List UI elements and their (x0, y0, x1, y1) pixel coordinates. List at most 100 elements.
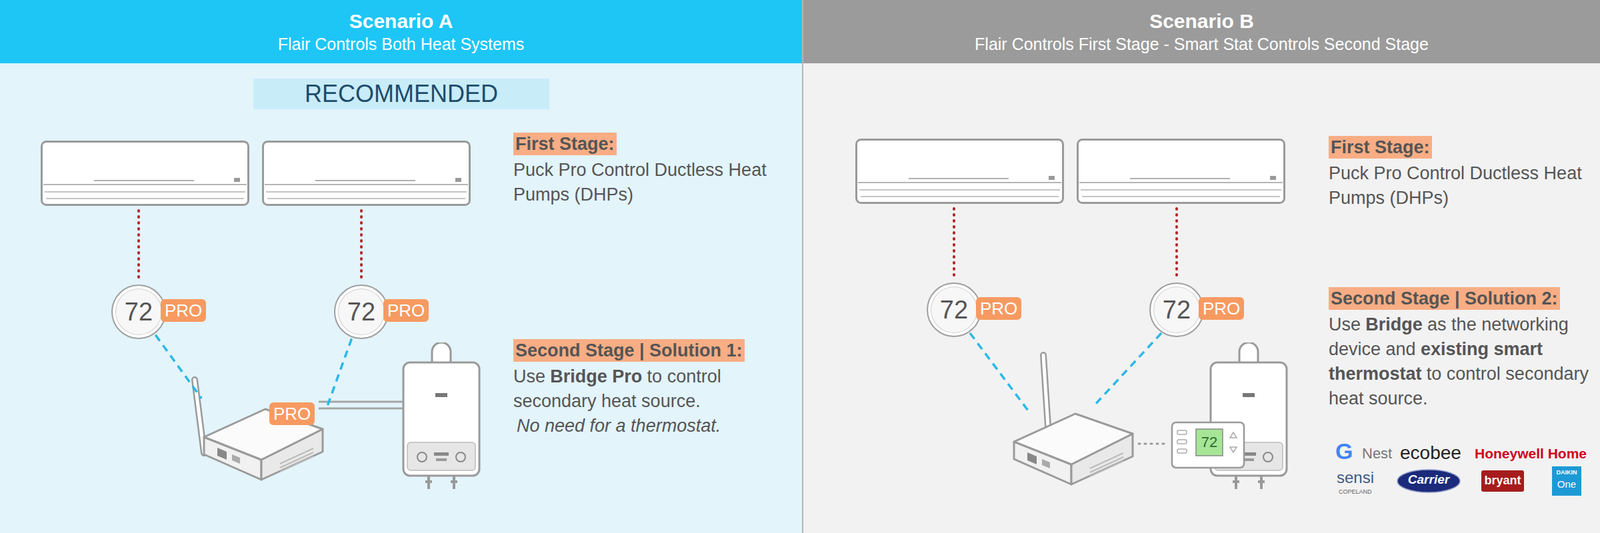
body-text: Puck Pro Control Ductless Heat Pumps (DH… (1328, 163, 1582, 208)
logo-google: G (1335, 438, 1353, 464)
arrow-button (1230, 432, 1237, 438)
bridge-pro: PRO (200, 398, 327, 490)
text-line: Puck Pro Control Ductless Heat Pumps (DH… (513, 158, 787, 208)
text-line: UseBridge Proto control secondary heat s… (513, 364, 787, 414)
setpoint: 72 (124, 298, 153, 327)
logo-badge (1481, 470, 1524, 492)
text-line: UseBridgeas the networking device andexi… (1328, 312, 1592, 412)
thermostat-body (1172, 422, 1244, 468)
logo-nest: Nest (1362, 445, 1392, 462)
pro-text: PRO (164, 300, 202, 321)
setpoint: 72 (1162, 296, 1191, 325)
text-line: First Stage: (1328, 135, 1592, 162)
text-line: First Stage: (513, 132, 787, 158)
logo-holder: DAIKIN (1552, 469, 1582, 476)
thermostat-display (1196, 429, 1223, 456)
header-band: Scenario AFlair Controls Both Heat Syste… (0, 0, 802, 64)
logo-daikin: DAIKIN (1556, 469, 1578, 476)
logo-holder: One (1552, 478, 1582, 490)
thermostat-button (1177, 449, 1187, 454)
text-line: Second Stage | Solution 1: (513, 338, 787, 365)
ductless-heat-pump (1078, 140, 1285, 204)
scenario-subtitle: Flair Controls Both Heat Systems (278, 33, 525, 55)
logo-holder: G (1335, 438, 1353, 465)
logo-badge (1552, 466, 1582, 496)
logo-carrier: Carrier (1408, 472, 1450, 487)
logo-daikin-one: One (1557, 478, 1576, 490)
drawing-part (1093, 333, 1162, 407)
logo-copeland: COPELAND (1338, 488, 1372, 496)
panel-ground (803, 0, 1600, 533)
logo-ecobee: ecobee (1400, 442, 1462, 464)
section-heading: Second Stage | Solution 1: (513, 339, 745, 362)
logo-holder: Honeywell Home (1474, 446, 1587, 462)
logo-sensi: sensi (1336, 468, 1374, 487)
body-text: Bridge Pro (550, 366, 642, 387)
puck-pro: 72PRO (1149, 282, 1204, 338)
pro-badge: PRO (160, 299, 206, 322)
body-text: Puck Pro Control Ductless Heat Pumps (DH… (513, 160, 767, 205)
drawing-part (1043, 355, 1048, 427)
bridge-hub (1014, 414, 1133, 485)
arrow-button (1230, 447, 1237, 453)
display-reading: 72 (1201, 434, 1218, 452)
divider (802, 0, 804, 533)
antenna (1043, 355, 1048, 427)
ductless-heat-pump (263, 142, 470, 206)
text-line: Second Stage | Solution 2: (1328, 286, 1592, 313)
logo-honeywell: Honeywell Home (1474, 446, 1587, 462)
puck-pro: 72PRO (926, 282, 982, 338)
drawing-part (1175, 208, 1178, 278)
puck-pro: 72PRO (334, 284, 389, 340)
pro-text: PRO (387, 300, 425, 321)
boiler (403, 342, 480, 490)
header-band: Scenario BFlair Controls First Stage - S… (803, 0, 1600, 64)
wire-pipe (318, 402, 403, 409)
pro-badge: PRO (269, 402, 315, 426)
drawing-part (360, 210, 363, 280)
logo-holder: ecobee (1400, 442, 1462, 464)
pro-badge: PRO (976, 297, 1022, 320)
drawing-part (952, 208, 956, 278)
scenario-subtitle: Flair Controls First Stage - Smart Stat … (974, 33, 1429, 55)
pro-badge: PRO (383, 299, 429, 322)
text-block: Second Stage | Solution 2:UseBridgeas th… (1328, 286, 1592, 412)
body-text: Use (513, 366, 546, 387)
logo-holder: sensi (1336, 468, 1374, 488)
logo-holder: Carrier (1397, 472, 1460, 488)
text-block: First Stage: Puck Pro Control Ductless He… (513, 132, 787, 208)
thermostat-button (1177, 440, 1187, 444)
pro-text: PRO (980, 298, 1018, 319)
logo-holder: bryant (1481, 474, 1524, 488)
recommended-badge: RECOMMENDED (253, 78, 550, 110)
badge-text: RECOMMENDED (304, 80, 498, 108)
text-line: Puck Pro Control Ductless Heat Pumps (DH… (1328, 161, 1592, 211)
text-block: Second Stage | Solution 1:UseBridge Prot… (513, 338, 787, 439)
drawing-part (1043, 355, 1048, 427)
setpoint: 72 (347, 298, 376, 327)
section-heading: Second Stage | Solution 2: (1328, 287, 1560, 310)
logo-bryant: bryant (1484, 474, 1521, 488)
drawing-part (970, 333, 1030, 414)
text-line: No need for a thermostat. (513, 414, 787, 439)
wire-link (1138, 443, 1168, 446)
section-heading: First Stage: (513, 132, 617, 156)
section-heading: First Stage: (1328, 136, 1432, 159)
scenario-title: Scenario A (349, 9, 454, 34)
wireless-link (970, 333, 1162, 414)
panel-ground (0, 0, 802, 533)
ir-link (138, 208, 1177, 280)
body-text: No need for a thermostat. (513, 416, 721, 436)
scenario-title: Scenario B (1149, 9, 1254, 34)
logo-badge (1397, 470, 1460, 493)
body-text: Bridge (1365, 314, 1423, 335)
scenario-panel: RECOMMENDED72PRO72PROPROScenario AFlair … (0, 0, 802, 533)
scenario-panel: 72PRO72PRO72Scenario BFlair Controls Fir… (803, 0, 1600, 533)
display-area: 72 (1196, 429, 1223, 456)
drawing-part (318, 408, 403, 410)
puck-pro: 72PRO (111, 284, 166, 340)
setpoint: 72 (940, 296, 968, 325)
pro-text: PRO (1202, 298, 1240, 319)
drawing-part (137, 210, 140, 280)
